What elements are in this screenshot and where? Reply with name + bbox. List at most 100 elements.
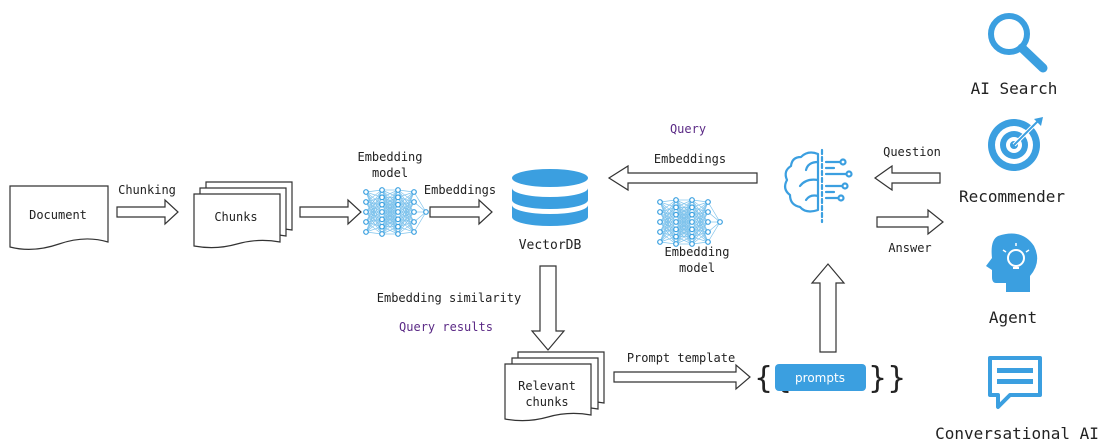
chunking-label: Chunking: [118, 183, 176, 197]
chat-icon: [988, 356, 1042, 409]
network-node: [379, 194, 385, 201]
network-node: [395, 209, 401, 215]
network-node: [363, 199, 369, 205]
query-embeddings-label: Embeddings: [654, 152, 726, 166]
network-node: [395, 231, 401, 237]
network-node: [657, 229, 663, 235]
prompt-template-label: Prompt template: [627, 351, 735, 365]
ai-search-app: AI Search: [971, 13, 1058, 98]
relevant-chunks-node: Relevant chunks: [504, 351, 605, 422]
network-edge: [381, 204, 399, 235]
chunks-label: Chunks: [214, 210, 257, 224]
network-edge: [381, 226, 399, 235]
embedding-model-1: Embedding model: [357, 150, 429, 237]
network-node: [673, 219, 679, 225]
idea-head-icon: [986, 233, 1038, 292]
network-edge: [659, 221, 677, 245]
network-edge: [691, 211, 709, 245]
network-node: [395, 187, 401, 193]
network-edge: [381, 211, 399, 235]
network-edge: [659, 207, 677, 233]
network-node: [395, 201, 401, 208]
network-edge: [659, 231, 677, 245]
network-node: [379, 187, 385, 193]
network-node: [395, 216, 401, 223]
network-edge: [691, 201, 709, 223]
embedding-model-1-label-line1: Embedding: [357, 150, 422, 164]
network-edge: [659, 221, 677, 237]
network-node: [689, 219, 695, 225]
network-node: [689, 204, 695, 211]
network-node: [673, 211, 679, 218]
network-edge: [365, 204, 383, 223]
agent-label: Agent: [989, 308, 1037, 327]
network-edge: [365, 204, 383, 213]
network-edge: [397, 221, 415, 235]
network-node: [411, 189, 417, 195]
network-edge: [381, 189, 399, 205]
network-edge: [691, 211, 709, 237]
embeddings-label: Embeddings: [424, 183, 496, 197]
network-edge: [659, 221, 677, 233]
network-edge: [413, 211, 427, 233]
network-edge: [397, 191, 415, 213]
network-edge: [659, 211, 677, 223]
network-node: [395, 194, 401, 201]
prompts-to-llm-arrow: [810, 263, 846, 353]
network-node: [411, 229, 417, 235]
network-node: [705, 199, 711, 205]
network-edge: [707, 201, 721, 223]
conversational-ai-app: Conversational AI: [935, 356, 1099, 443]
network-edge: [659, 207, 677, 243]
network-node: [673, 233, 679, 240]
answer-arrow: [876, 208, 944, 236]
relevant-chunks-label-line1: Relevant: [518, 379, 576, 393]
document-label: Document: [29, 208, 87, 222]
target-icon: [988, 117, 1043, 171]
network-edge: [675, 214, 693, 245]
vector-db-icon: [512, 169, 588, 226]
network-edge: [659, 199, 677, 223]
query-embeddings-arrow: [607, 164, 758, 192]
network-node: [673, 226, 679, 233]
network-node: [363, 189, 369, 195]
network-edge: [365, 211, 383, 233]
prompts-node: {{ prompts }}: [754, 361, 906, 396]
network-edge: [397, 201, 415, 213]
agent-app: Agent: [986, 233, 1038, 327]
network-edge: [707, 221, 721, 243]
network-edge: [691, 221, 709, 233]
network-edge: [675, 236, 693, 245]
right-braces: }}: [868, 361, 906, 396]
network-edge: [365, 204, 383, 233]
network-edge: [397, 197, 415, 213]
network-node: [689, 233, 695, 240]
network-edge: [691, 211, 709, 223]
network-node: [673, 197, 679, 203]
network-edge: [691, 201, 709, 230]
network-edge: [659, 199, 677, 233]
network-edge: [365, 189, 383, 223]
network-node: [379, 216, 385, 223]
similarity-arrow: [530, 265, 566, 351]
network-edge: [397, 189, 415, 213]
network-node: [689, 197, 695, 203]
network-node: [379, 223, 385, 230]
network-edge: [397, 191, 415, 220]
network-edge: [413, 191, 427, 213]
network-node: [363, 219, 369, 225]
embedding-model-2: Embedding model: [657, 197, 730, 275]
network-edge: [397, 211, 415, 223]
ai-search-label: AI Search: [971, 79, 1058, 98]
network-node: [657, 199, 663, 205]
query-label: Query: [670, 122, 706, 136]
network-edge: [365, 211, 383, 223]
network-edge: [675, 199, 693, 230]
chunks-node: Chunks: [193, 181, 293, 249]
question-arrow: [873, 164, 941, 192]
question-label: Question: [883, 145, 941, 159]
network-edge: [397, 211, 415, 220]
network-edge: [365, 221, 383, 235]
network-node: [673, 241, 679, 247]
